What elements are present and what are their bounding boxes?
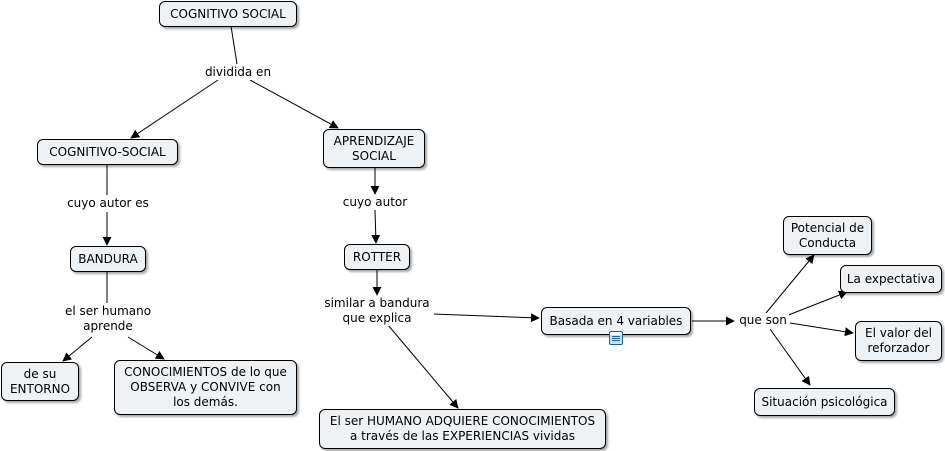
concept-cognitivo-social-root[interactable]: COGNITIVO SOCIAL — [159, 1, 297, 27]
concept-humano-experiencias[interactable]: El ser HUMANO ADQUIERE CONOCIMIENTOS a t… — [319, 409, 606, 449]
link-cuyo-autor[interactable]: cuyo autor — [339, 195, 411, 210]
connector-similar-to-humano — [387, 324, 459, 409]
concept-entorno[interactable]: de su ENTORNO — [1, 362, 79, 401]
concept-valor-reforzador[interactable]: El valor del reforzador — [855, 321, 942, 361]
concept-aprendizaje-social[interactable]: APRENDIZAJE SOCIAL — [323, 129, 425, 168]
concept-cognitivo-social[interactable]: COGNITIVO-SOCIAL — [37, 139, 178, 165]
link-ser-humano-aprende[interactable]: el ser humano aprende — [56, 304, 160, 334]
concept-situacion-psicologica[interactable]: Situación psicológica — [754, 388, 895, 416]
connector-queson-to-potencial — [765, 254, 815, 314]
concept-bandura[interactable]: BANDURA — [70, 246, 146, 272]
connector-root-to-dividida — [230, 25, 238, 65]
connector-aprende-to-conocimientos — [127, 336, 165, 360]
connector-dividida-to-cognitivo — [130, 79, 219, 139]
concept-rotter[interactable]: ROTTER — [344, 244, 410, 270]
link-similar-bandura[interactable]: similar a bandura que explica — [320, 296, 434, 326]
connector-queson-to-situacion — [769, 328, 811, 386]
concept-expectativa[interactable]: La expectativa — [840, 265, 942, 293]
link-dividida-en[interactable]: dividida en — [202, 65, 274, 80]
connector-similar-to-variables — [432, 313, 540, 323]
link-que-son[interactable]: que son — [737, 313, 789, 328]
connector-queson-to-expectativa — [785, 290, 848, 317]
link-cuyo-autor-es[interactable]: cuyo autor es — [63, 196, 153, 211]
connector-queson-to-valor — [789, 322, 854, 337]
connector-aprende-to-entorno — [62, 336, 93, 362]
concept-potencial-conducta[interactable]: Potencial de Conducta — [783, 216, 872, 255]
concept-conocimientos[interactable]: CONOCIMIENTOS de lo que OBSERVA y CONVIV… — [114, 360, 297, 415]
resource-document-icon[interactable] — [609, 331, 623, 345]
connector-autor-to-rotter — [371, 209, 381, 244]
connector-dividida-to-aprendizaje — [249, 79, 339, 129]
